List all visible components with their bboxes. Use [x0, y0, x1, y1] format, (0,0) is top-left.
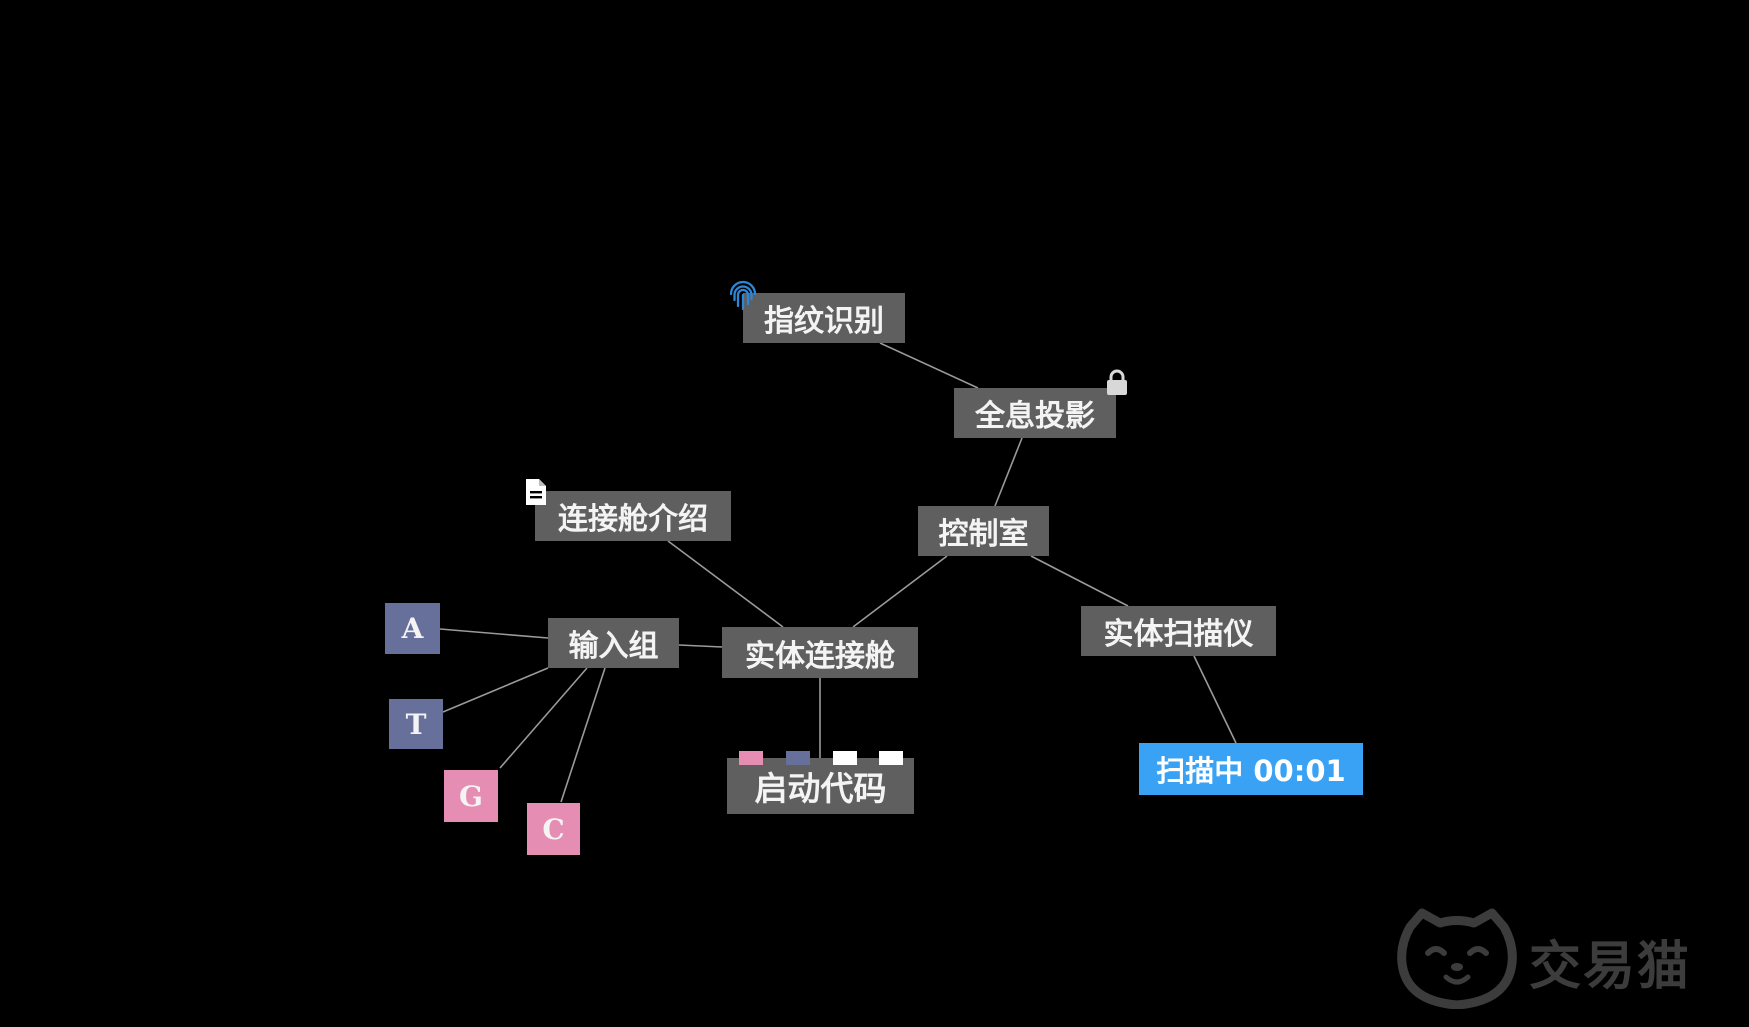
node-fingerprint[interactable]: 指纹识别 — [743, 293, 905, 343]
code-chip-1 — [739, 751, 763, 765]
edge-input-dock — [678, 644, 723, 648]
tile-a[interactable]: A — [385, 603, 440, 654]
document-icon — [526, 479, 546, 505]
node-entity-scanner[interactable]: 实体扫描仪 — [1081, 606, 1276, 656]
code-chip-4 — [879, 751, 903, 765]
cat-logo-icon — [1397, 908, 1517, 1009]
tile-g[interactable]: G — [444, 770, 498, 822]
edge-input-a — [439, 628, 549, 639]
node-entity-dock[interactable]: 实体连接舱 — [722, 627, 918, 678]
edge-control-scanner — [1030, 555, 1129, 607]
edge-input-t — [442, 667, 549, 713]
edge-input-c — [560, 667, 606, 803]
code-chip-2 — [786, 751, 810, 765]
edge-fingerprint-hologram — [879, 342, 979, 389]
edge-intro-dock — [667, 540, 784, 628]
code-chip-3 — [833, 751, 857, 765]
node-hologram[interactable]: 全息投影 — [954, 388, 1116, 438]
node-dock-intro[interactable]: 连接舱介绍 — [535, 491, 731, 541]
edge-hologram-control — [994, 437, 1023, 507]
node-control-room[interactable]: 控制室 — [918, 506, 1049, 556]
edge-control-dock — [852, 555, 948, 628]
tile-c[interactable]: C — [527, 803, 580, 855]
fingerprint-icon — [729, 280, 757, 311]
edge-scanner-status — [1193, 655, 1237, 744]
scanner-status: 扫描中 00:01 — [1139, 743, 1363, 795]
node-input-group[interactable]: 输入组 — [548, 618, 679, 668]
lock-icon — [1107, 369, 1127, 395]
tile-t[interactable]: T — [389, 699, 443, 749]
edge-input-g — [499, 667, 588, 769]
watermark-text: 交易猫 — [1529, 937, 1692, 997]
node-start-code[interactable]: 启动代码 — [727, 758, 914, 814]
